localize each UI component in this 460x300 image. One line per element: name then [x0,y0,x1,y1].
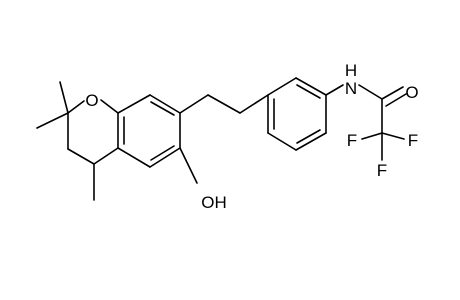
bond-c2-methyl-a [36,112,69,129]
bond-o1-c2 [67,100,85,114]
bond-p5-p6 [295,77,327,96]
atom-label-carbonyl-oxygen: O [405,83,418,102]
bond-cf3-f2 [381,132,405,140]
bond-carbonyl-o-b [385,93,407,107]
bond-c6-oh [179,147,198,184]
atom-label-hydroxyl: OH [201,193,227,212]
bond-n-carbonyl [358,84,383,100]
bond-ch2b-aryl [239,94,269,114]
atom-label-fluorine-right: F [408,131,418,150]
bond-carbonyl-o-a [381,86,404,100]
bond-c5-c6 [149,147,181,168]
bond-aryl-n [325,84,344,96]
atom-label-fluorine-left: F [347,131,357,150]
bond-o1-c8a [100,99,119,114]
bond-c5-c6-inner [150,145,175,161]
atom-label-amide-hydrogen: H [345,61,357,80]
bond-c4a-c5 [117,147,151,168]
bond-c4-c4a [93,147,119,165]
atom-label-amide-nitrogen: N [345,79,357,98]
bond-c7-c8-inner [150,101,175,116]
bond-c3-c4 [67,148,95,165]
bond-c7-c8 [149,94,181,114]
bond-p5-p6-inner [296,84,321,99]
bond-p3-p4 [295,132,327,151]
bond-p2-p3 [267,132,297,151]
bond-c8-c8a [117,94,151,114]
atom-label-fluorine-bottom: F [377,161,387,180]
bond-p6-p1 [267,77,297,96]
bond-ch2a-ch2b [207,94,241,114]
bond-c7-ch2a [179,94,209,114]
atom-label-ring-oxygen: O [85,91,98,110]
bond-c2-methyl-b [59,81,69,114]
bond-p3-p4-inner [296,129,321,144]
bond-cf3-f1 [361,132,383,140]
